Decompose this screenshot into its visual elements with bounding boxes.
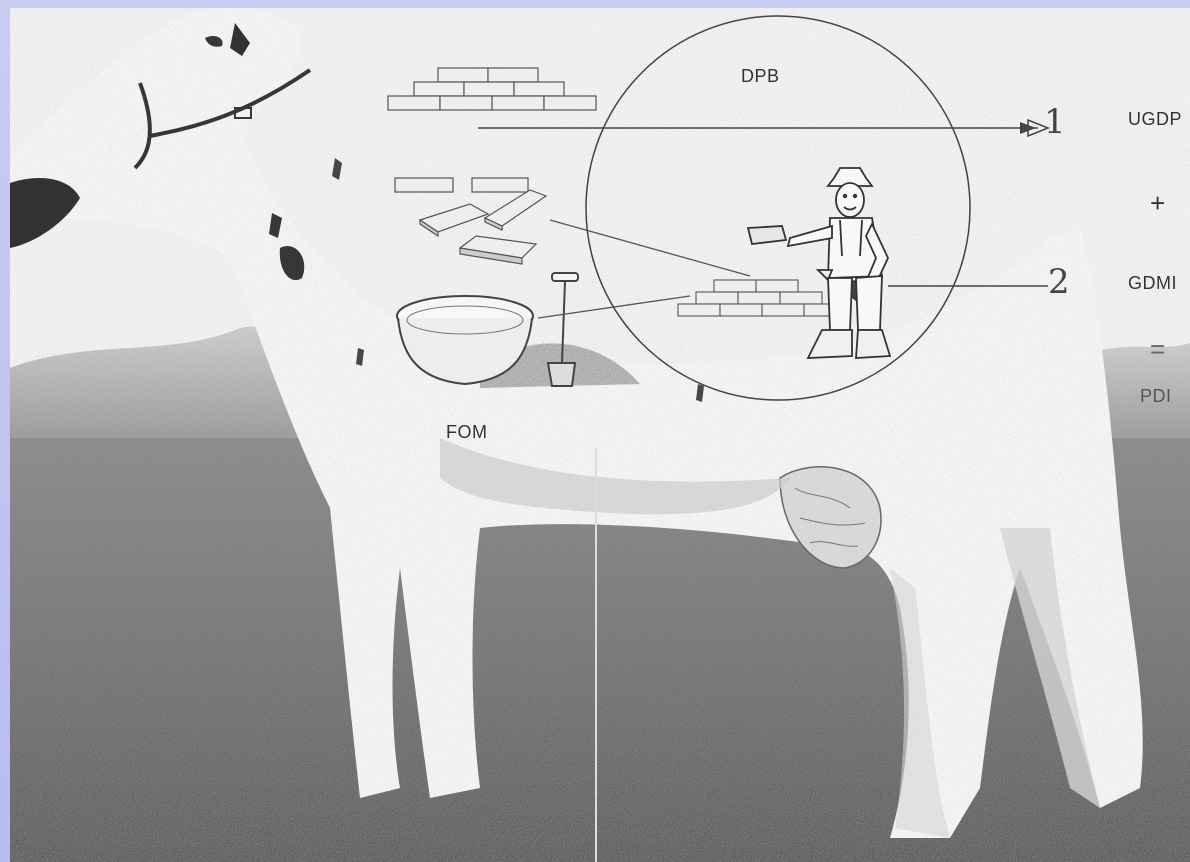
label-ugdp: UGDP: [1128, 109, 1182, 130]
diagram-artwork: [10, 8, 1190, 862]
number-2: 2: [1048, 262, 1070, 302]
label-fom: FOM: [446, 422, 488, 443]
number-1: 1: [1044, 102, 1066, 142]
scanned-diagram: DPB 1 UGDP + 2 GDMI = PDI FOM: [10, 8, 1190, 862]
label-gdmi: GDMI: [1128, 273, 1177, 294]
label-equals: =: [1150, 334, 1166, 365]
label-plus: +: [1150, 188, 1166, 219]
label-pdi: PDI: [1140, 386, 1172, 407]
label-dpb: DPB: [741, 66, 780, 87]
